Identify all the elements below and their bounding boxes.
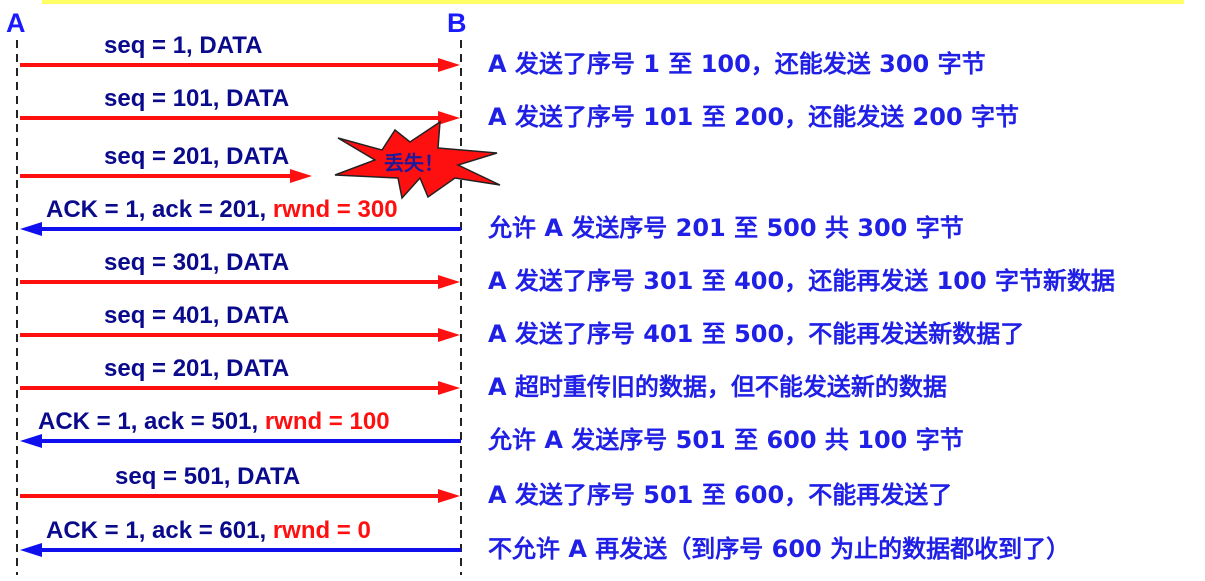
data-segment-label: seq = 101, DATA	[104, 85, 289, 112]
explanation-note: A 发送了序号 101 至 200，还能发送 200 字节	[488, 103, 1019, 131]
explanation-note: 不允许 A 再发送（到序号 600 为止的数据都收到了）	[488, 535, 1070, 563]
arrow-left-icon	[20, 434, 42, 448]
arrow-left-icon	[20, 222, 42, 236]
arrow-right-icon	[438, 111, 460, 125]
explanation-note: A 发送了序号 501 至 600，不能再发送了	[488, 481, 952, 509]
data-segment-label: seq = 201, DATA	[104, 355, 289, 382]
data-segment-label: seq = 1, DATA	[104, 32, 262, 59]
explanation-note: A 发送了序号 1 至 100，还能发送 300 字节	[488, 50, 986, 78]
explanation-note: A 超时重传旧的数据，但不能发送新的数据	[488, 373, 947, 401]
message-row: ACK = 1, ack = 201, rwnd = 300 允许 A 发送序号 …	[20, 196, 964, 242]
arrow-left-icon	[20, 543, 42, 557]
top-highlight-bar	[42, 0, 1184, 4]
message-row: seq = 201, DATA	[20, 143, 312, 183]
host-a-label: A	[6, 8, 26, 38]
rwnd-text: rwnd = 100	[265, 408, 390, 435]
message-row: ACK = 1, ack = 501, rwnd = 100 允许 A 发送序号 …	[20, 408, 964, 454]
ack-label: ACK = 1, ack = 201, rwnd = 300	[46, 196, 398, 223]
ack-label: ACK = 1, ack = 501, rwnd = 100	[38, 408, 390, 435]
explanation-note: A 发送了序号 301 至 400，还能再发送 100 字节新数据	[488, 267, 1115, 295]
data-segment-label: seq = 501, DATA	[115, 463, 300, 490]
ack-text: ACK = 1, ack = 601,	[46, 517, 273, 544]
ack-text: ACK = 1, ack = 501,	[38, 408, 265, 435]
explosion-icon	[334, 120, 501, 200]
arrow-right-icon	[438, 489, 460, 503]
message-row: ACK = 1, ack = 601, rwnd = 0 不允许 A 再发送（到序…	[20, 517, 1070, 563]
explanation-note: A 发送了序号 401 至 500，不能再发送新数据了	[488, 320, 1024, 348]
arrow-right-icon	[438, 381, 460, 395]
lost-label: 丢失！	[384, 151, 444, 175]
explanation-note: 允许 A 发送序号 501 至 600 共 100 字节	[487, 426, 964, 454]
lost-burst: 丢失！	[334, 120, 501, 200]
explanation-note: 允许 A 发送序号 201 至 500 共 300 字节	[487, 214, 964, 242]
ack-label: ACK = 1, ack = 601, rwnd = 0	[46, 517, 371, 544]
data-segment-label: seq = 401, DATA	[104, 302, 289, 329]
arrow-right-icon	[438, 328, 460, 342]
rwnd-text: rwnd = 300	[273, 196, 398, 223]
message-row: seq = 401, DATA A 发送了序号 401 至 500，不能再发送新数…	[20, 302, 1024, 348]
message-row: seq = 501, DATA A 发送了序号 501 至 600，不能再发送了	[20, 463, 952, 509]
data-segment-label: seq = 301, DATA	[104, 249, 289, 276]
rwnd-text: rwnd = 0	[273, 517, 371, 544]
ack-text: ACK = 1, ack = 201,	[46, 196, 273, 223]
arrow-right-icon	[438, 275, 460, 289]
arrow-right-icon	[290, 169, 312, 183]
message-row: seq = 1, DATA A 发送了序号 1 至 100，还能发送 300 字节	[20, 32, 986, 78]
arrow-right-icon	[438, 58, 460, 72]
message-row: seq = 201, DATA A 超时重传旧的数据，但不能发送新的数据	[20, 355, 947, 401]
message-row: seq = 301, DATA A 发送了序号 301 至 400，还能再发送 1…	[20, 249, 1115, 295]
message-row: seq = 101, DATA A 发送了序号 101 至 200，还能发送 20…	[20, 85, 1019, 131]
data-segment-label: seq = 201, DATA	[104, 143, 289, 170]
host-b-label: B	[447, 8, 467, 38]
